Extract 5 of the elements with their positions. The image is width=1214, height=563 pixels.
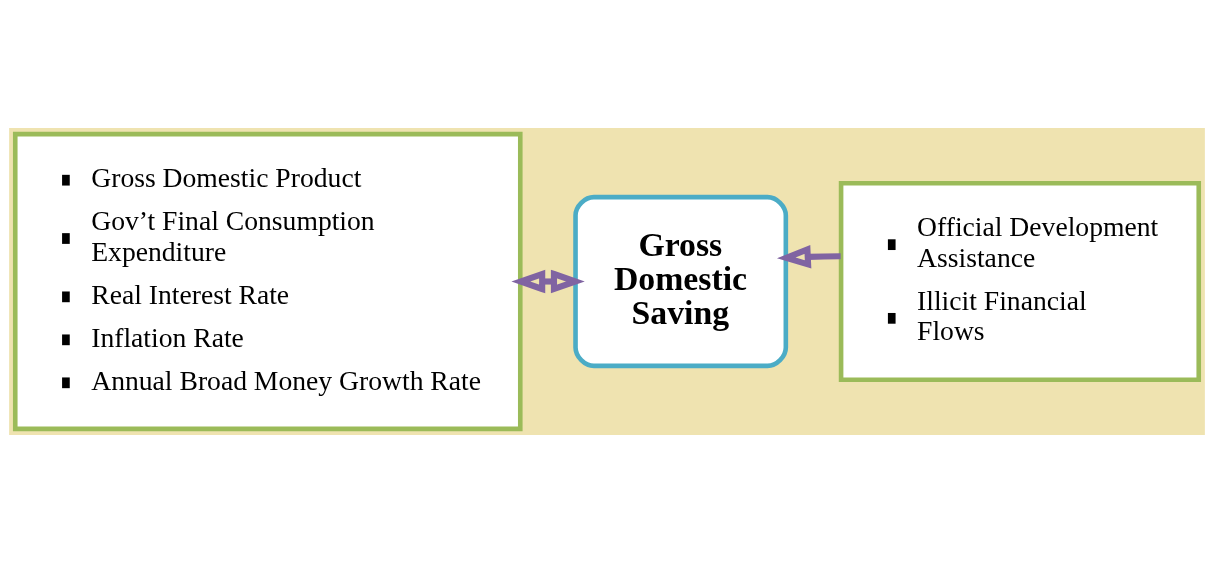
- node-box: Gross Domestic Product Gov’t Final Consumption Expenditure Real Interest Rate Inflation Rate Annual Broad Money Growth Rate: [12, 131, 523, 432]
- arrow: [777, 244, 841, 269]
- node-box: Official Development Assistance Illicit Financial Flows: [838, 180, 1202, 383]
- arrow: [511, 269, 585, 294]
- node-box: Gross Domestic Saving: [573, 194, 789, 369]
